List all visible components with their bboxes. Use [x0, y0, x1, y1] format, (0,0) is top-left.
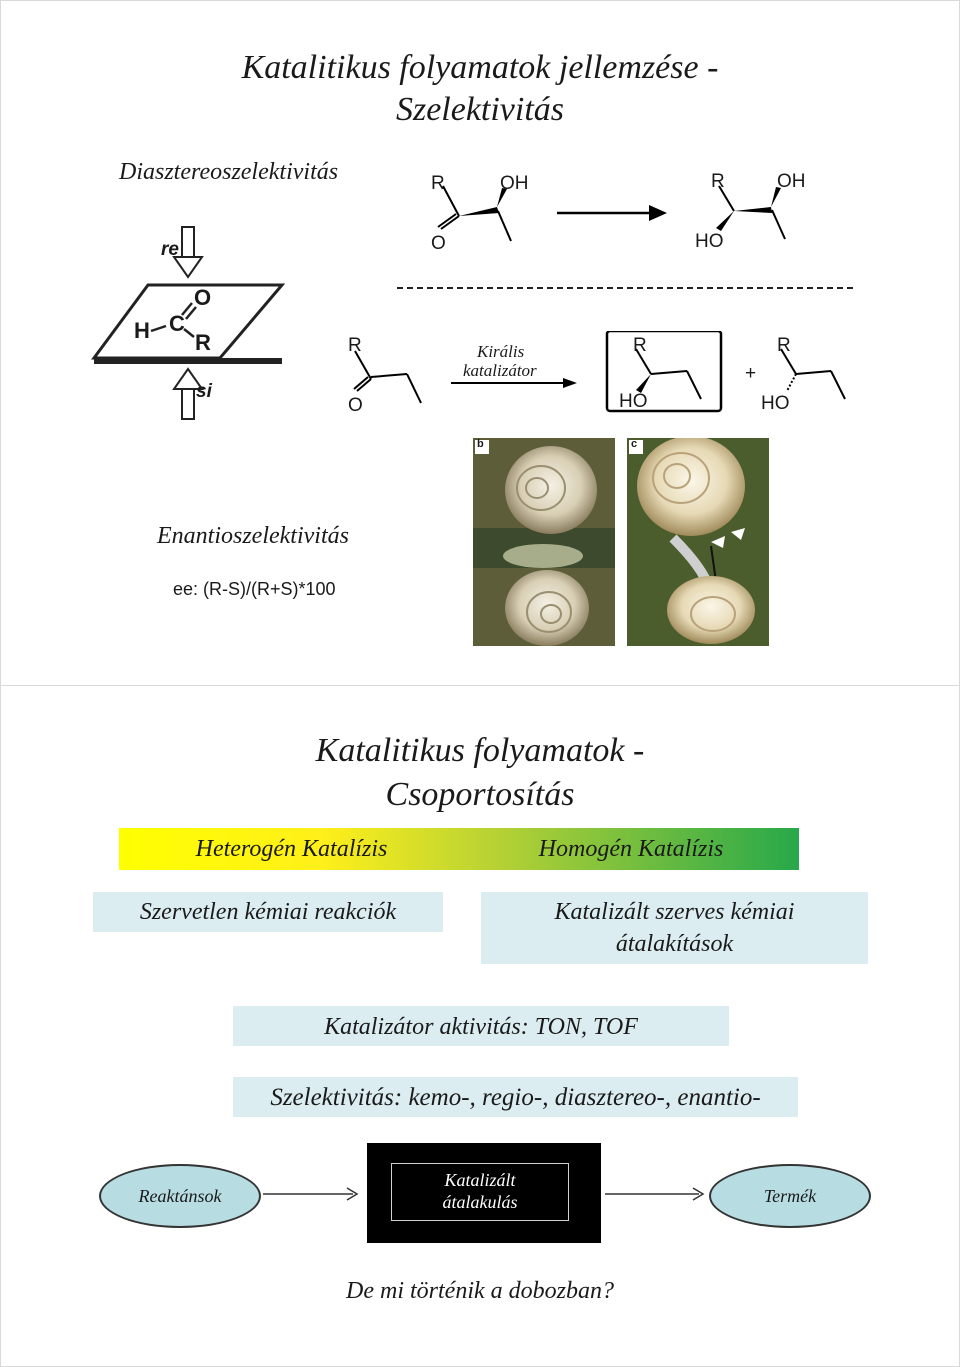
slide2-title-line1: Katalitikus folyamatok - — [1, 730, 959, 772]
r1-reactant-r: R — [431, 173, 445, 195]
snail-photographs — [473, 438, 769, 646]
black-box-line1: Katalizált — [392, 1164, 568, 1191]
r1-product-ho: HO — [695, 231, 724, 253]
inorganic-reactions-box: Szervetlen kémiai reakciók — [93, 892, 443, 932]
black-box: Katalizált átalakulás — [367, 1143, 601, 1243]
slide1-title-line1: Katalitikus folyamatok jellemzése - — [1, 47, 959, 89]
selectivity-box: Szelektivitás: kemo-, regio-, diasztereo… — [233, 1077, 798, 1117]
r2-product1-r: R — [633, 335, 647, 357]
r2-reactant-r: R — [348, 335, 362, 357]
r1-reactant-oh: OH — [500, 173, 529, 195]
r2-product1-ho: HO — [619, 391, 648, 413]
organic-box-line2: átalakítások — [481, 928, 868, 960]
r2-product2-ho: HO — [761, 393, 790, 415]
plane-atom-c: C — [169, 311, 185, 337]
catalyst-label-line1: Királis — [477, 342, 524, 362]
si-face-label: si — [196, 381, 212, 403]
r1-reactant-o: O — [431, 233, 446, 255]
arrow-to-box — [263, 1184, 363, 1204]
diastereo-reaction-scheme — [401, 161, 841, 261]
carbonyl-plane-illustration — [86, 223, 296, 423]
black-box-line2: átalakulás — [392, 1191, 568, 1213]
slide-selectivity: Katalitikus folyamatok jellemzése - Szel… — [0, 0, 960, 686]
slide2-title-line2: Csoportosítás — [1, 774, 959, 816]
re-face-label: re — [161, 239, 179, 261]
product-oval: Termék — [709, 1164, 871, 1228]
plane-atom-h: H — [134, 318, 150, 344]
r2-reactant-o: O — [348, 395, 363, 417]
r2-product2-r: R — [777, 335, 791, 357]
arrow-to-product — [605, 1184, 709, 1204]
reactants-oval: Reaktánsok — [99, 1164, 261, 1228]
diastereoselectivity-label: Diasztereoszelektivitás — [119, 159, 338, 186]
enantioselectivity-label: Enantioszelektivitás — [157, 523, 349, 550]
plane-atom-o: O — [194, 285, 211, 311]
ee-formula: ee: (R-S)/(R+S)*100 — [173, 579, 336, 600]
slide1-title-line2: Szelektivitás — [1, 89, 959, 131]
r1-product-oh: OH — [777, 171, 806, 193]
plane-atom-r: R — [195, 330, 211, 356]
question-text: De mi történik a dobozban? — [1, 1278, 959, 1305]
photo-label-c: c — [631, 438, 637, 450]
plus-sign: + — [745, 363, 756, 385]
dashed-divider — [397, 287, 853, 289]
catalyst-label-line2: katalizátor — [463, 361, 537, 381]
catalyst-activity-box: Katalizátor aktivitás: TON, TOF — [233, 1006, 729, 1046]
heterogeneous-label: Heterogén Katalízis — [119, 836, 464, 863]
organic-box-line1: Katalizált szerves kémiai — [481, 892, 868, 928]
photo-label-b: b — [477, 438, 484, 450]
organic-transformations-box: Katalizált szerves kémiai átalakítások — [481, 892, 868, 964]
catalyzed-transformation-box: Katalizált átalakulás — [391, 1163, 569, 1221]
homogeneous-label: Homogén Katalízis — [461, 836, 801, 863]
slide-classification: Katalitikus folyamatok - Csoportosítás H… — [0, 685, 960, 1367]
r1-product-r: R — [711, 171, 725, 193]
